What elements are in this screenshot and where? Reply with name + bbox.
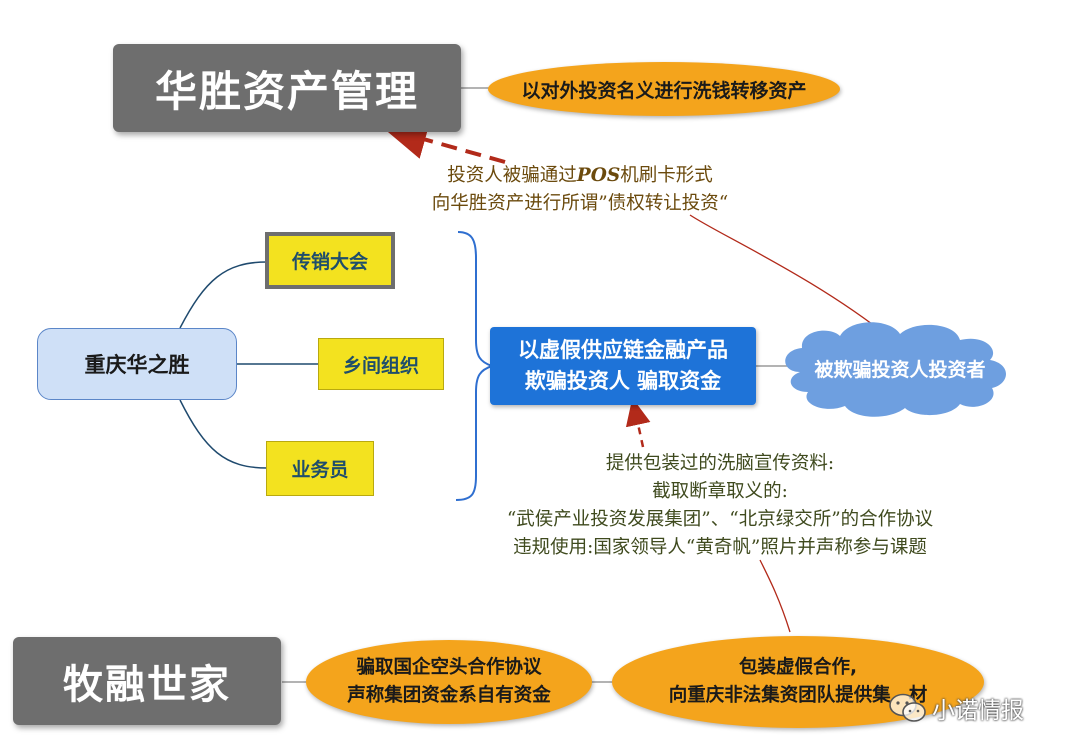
brainwash-annotation: 提供包装过的洗脑宣传资料: 截取断章取义的: “武侯产业投资发展集团”、“北京绿… bbox=[460, 450, 980, 562]
branch-label-2: 乡间组织 bbox=[342, 354, 419, 377]
wechat-icon bbox=[888, 692, 928, 724]
pos-annotation-line1: 投资人被骗通过POS机刷卡形式 bbox=[447, 165, 713, 186]
pos-annotation: 投资人被骗通过POS机刷卡形式 向华胜资产进行所谓”债权转让投资“ bbox=[400, 162, 760, 218]
murong-note-line2: 声称集团资金系自有资金 bbox=[347, 685, 551, 706]
branch-line-3 bbox=[179, 399, 268, 469]
huasheng-node[interactable]: 华胜资产管理 bbox=[113, 44, 461, 132]
huasheng-label: 华胜资产管理 bbox=[154, 66, 419, 116]
murong-label: 牧融世家 bbox=[63, 662, 231, 708]
murong-note-line1: 骗取国企空头合作协议 bbox=[356, 657, 542, 678]
murong-note: 骗取国企空头合作协议 声称集团资金系自有资金 bbox=[306, 640, 592, 724]
branch-node-3[interactable]: 业务员 bbox=[266, 441, 374, 496]
pack-line1: 包装虚假合作, bbox=[738, 657, 858, 678]
victims-label: 被欺骗投资人投资者 bbox=[814, 358, 986, 381]
branch-node-1[interactable]: 传销大会 bbox=[265, 232, 395, 289]
brainwash-line2: 截取断章取义的: bbox=[652, 481, 788, 502]
scam-line1: 以虚假供应链金融产品 bbox=[518, 338, 728, 362]
huazhisheng-node[interactable]: 重庆华之胜 bbox=[37, 328, 237, 400]
branch-line-1 bbox=[179, 261, 268, 329]
victims-node[interactable]: 被欺骗投资人投资者 bbox=[800, 348, 1000, 388]
pos-annotation-line2: 向华胜资产进行所谓”债权转让投资“ bbox=[431, 193, 729, 214]
victims-cloud-shape bbox=[785, 322, 1006, 417]
victims-to-pos-line bbox=[689, 214, 896, 343]
pack-to-brainwash-line bbox=[759, 559, 791, 633]
watermark: 小诺情报 bbox=[888, 688, 1068, 728]
brainwash-line4: 违规使用:国家领导人“黄奇帆”照片并声称参与课题 bbox=[513, 537, 927, 558]
scam-node[interactable]: 以虚假供应链金融产品 欺骗投资人 骗取资金 bbox=[490, 327, 756, 405]
watermark-text: 小诺情报 bbox=[932, 698, 1024, 724]
branch-label-3: 业务员 bbox=[291, 459, 349, 481]
huasheng-note: 以对外投资名义进行洗钱转移资产 bbox=[488, 62, 840, 116]
huazhisheng-label: 重庆华之胜 bbox=[84, 353, 190, 377]
huasheng-note-text: 以对外投资名义进行洗钱转移资产 bbox=[521, 79, 807, 102]
branch-label-1: 传销大会 bbox=[291, 251, 368, 273]
brainwash-line1: 提供包装过的洗脑宣传资料: bbox=[605, 453, 835, 474]
brainwash-arrow bbox=[625, 397, 651, 448]
scam-line2: 欺骗投资人 骗取资金 bbox=[524, 369, 722, 393]
branch-node-2[interactable]: 乡间组织 bbox=[318, 338, 444, 390]
brainwash-line3: “武侯产业投资发展集团”、“北京绿交所”的合作协议 bbox=[506, 509, 934, 530]
murong-node[interactable]: 牧融世家 bbox=[13, 637, 281, 725]
pos-dashed-arrow bbox=[382, 120, 506, 164]
